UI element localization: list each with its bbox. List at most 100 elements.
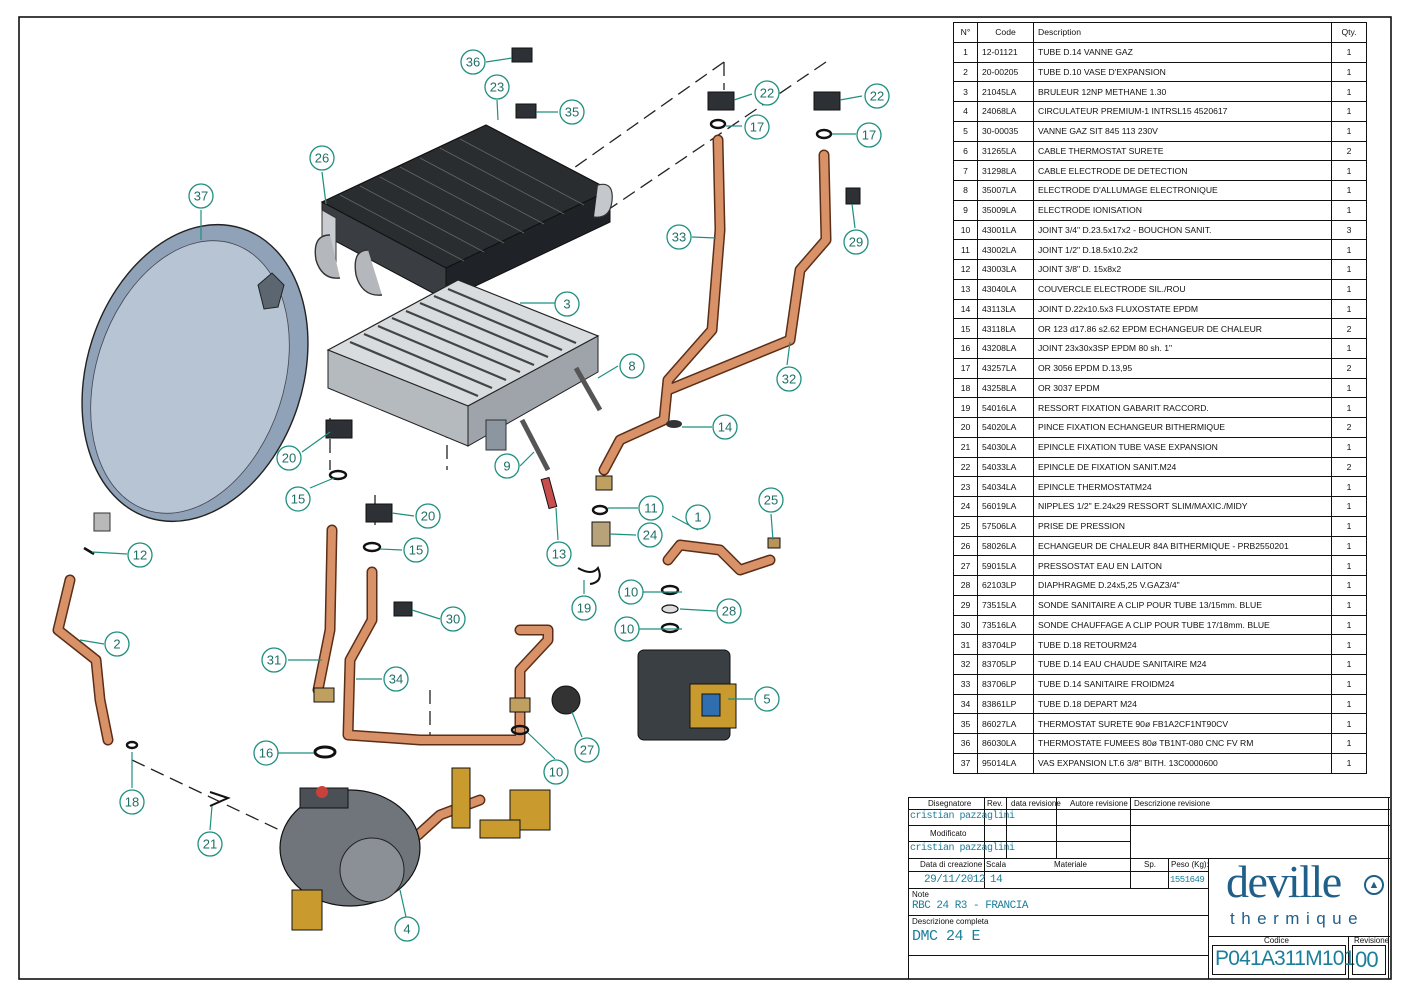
callout-number: 31 [267, 653, 281, 668]
callout-28: 28 [716, 598, 742, 624]
callout-32: 32 [776, 366, 802, 392]
part-qty: 1 [1331, 614, 1367, 636]
part-code: 43040LA [977, 278, 1034, 300]
part-code: 43113LA [977, 298, 1034, 320]
part-number: 36 [953, 733, 978, 754]
part-description: SONDE CHAUFFAGE A CLIP POUR TUBE 17/18mm… [1033, 614, 1332, 636]
callout-number: 9 [503, 459, 510, 474]
part-description: OR 3056 EPDM D.13,95 [1033, 357, 1332, 379]
part-code: 43208LA [977, 338, 1034, 359]
designer-name: cristian pazzaglini [910, 811, 1015, 822]
callout-circle [543, 759, 569, 785]
part-number: 10 [953, 219, 978, 241]
callout-circle [119, 789, 145, 815]
callout-circle [415, 503, 441, 529]
callout-number: 37 [194, 189, 208, 204]
part-qty: 1 [1331, 259, 1367, 280]
part-number: 19 [953, 397, 978, 418]
label-thickness: Sp. [1144, 860, 1157, 869]
callout-circle [104, 631, 130, 657]
part-code: 83706LP [977, 673, 1034, 695]
part-qty: 1 [1331, 535, 1367, 557]
part-code: 73516LA [977, 614, 1034, 636]
part-description: RESSORT FIXATION GABARIT RACCORD. [1033, 397, 1332, 418]
part-number: 28 [953, 575, 978, 596]
part-description: NIPPLES 1/2" E.24x29 RESSORT SLIM/MAXIC.… [1033, 496, 1332, 517]
part-number: 31 [953, 634, 978, 655]
callout-number: 14 [718, 420, 732, 435]
callout-15: 15 [285, 486, 311, 512]
callout-36: 36 [460, 49, 486, 75]
part-description: TUBE D.10 VASE D'EXPANSION [1033, 61, 1332, 83]
callout-35: 35 [559, 99, 585, 125]
part-description: SONDE SANITAIRE A CLIP POUR TUBE 13/15mm… [1033, 594, 1332, 616]
part-description: TUBE D.14 VANNE GAZ [1033, 41, 1332, 63]
part-code: 54030LA [977, 436, 1034, 458]
callout-circle [744, 114, 770, 140]
part-number: 37 [953, 752, 978, 774]
part-qty: 2 [1331, 140, 1367, 162]
callout-number: 36 [466, 55, 480, 70]
part-qty: 1 [1331, 594, 1367, 616]
callout-circle [618, 579, 644, 605]
callout-circle [127, 542, 153, 568]
callout-16: 16 [253, 740, 279, 766]
callout-circle [285, 486, 311, 512]
part-qty: 1 [1331, 377, 1367, 399]
part-qty: 1 [1331, 278, 1367, 300]
callout-circle [685, 504, 711, 530]
callout-number: 17 [750, 120, 764, 135]
part-number: 22 [953, 456, 978, 478]
part-qty: 1 [1331, 654, 1367, 675]
callout-10: 10 [614, 616, 640, 642]
callout-34: 34 [383, 666, 409, 692]
part-qty: 1 [1331, 397, 1367, 418]
callout-13: 13 [546, 541, 572, 567]
callout-circle [637, 522, 663, 548]
callout-circle [494, 453, 520, 479]
callout-number: 35 [565, 105, 579, 120]
callout-number: 20 [282, 451, 296, 466]
part-qty: 1 [1331, 752, 1367, 774]
brand-name: deville [1226, 856, 1342, 907]
callout-number: 22 [760, 86, 774, 101]
callout-2: 2 [104, 631, 130, 657]
part-qty: 1 [1331, 120, 1367, 142]
callout-number: 32 [782, 372, 796, 387]
header-qty: Qty. [1331, 22, 1367, 43]
callout-5: 5 [754, 686, 780, 712]
callout-number: 2 [113, 637, 120, 652]
scale-value: 14 [990, 874, 1003, 886]
callout-3: 3 [554, 291, 580, 317]
part-code: 86027LA [977, 713, 1034, 734]
part-qty: 2 [1331, 357, 1367, 379]
part-number: 1 [953, 41, 978, 63]
label-modified: Modificato [930, 829, 967, 838]
callout-number: 10 [624, 585, 638, 600]
callout-circle [754, 686, 780, 712]
callout-number: 15 [291, 492, 305, 507]
part-code: 35009LA [977, 199, 1034, 221]
part-description: CABLE THERMOSTAT SURETE [1033, 140, 1332, 162]
part-code: 20-00205 [977, 61, 1034, 83]
part-description: JOINT D.22x10.5x3 FLUXOSTATE EPDM [1033, 298, 1332, 320]
header-code: Code [977, 22, 1034, 43]
callout-21: 21 [197, 831, 223, 857]
creation-date: 29/11/2012 [924, 874, 986, 886]
callout-number: 12 [133, 548, 147, 563]
part-code: 43257LA [977, 357, 1034, 379]
label-full-description: Descrizione completa [912, 917, 989, 926]
part-qty: 1 [1331, 575, 1367, 596]
label-rev-description: Descrizione revisione [1134, 799, 1211, 808]
